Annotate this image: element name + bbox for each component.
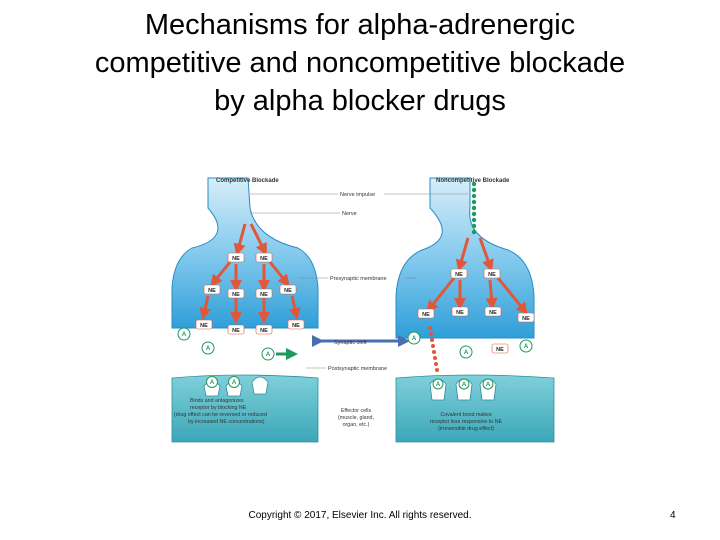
ne-label: NE (232, 328, 240, 334)
left-note-line-3: (drug effect can be reversed or reduced (174, 412, 267, 418)
title-line-2: competitive and noncompetitive blockade (94, 47, 626, 79)
antagonist-label: A (182, 332, 187, 338)
alpha-blockade-diagram: Competitive Blockade Noncompetitive Bloc… (171, 177, 555, 443)
ne-label: NE (284, 288, 292, 294)
slide-title: Mechanisms for alpha-adrenergic competit… (40, 6, 680, 120)
copyright-notice: Copyright © 2017, Elsevier Inc. All righ… (248, 510, 472, 521)
ne-label: NE (232, 292, 240, 298)
postsynaptic-label: Postsynaptic membrane (328, 366, 387, 372)
left-note-line-1: Binds and antagonizes (190, 398, 244, 404)
synaptic-cleft-label: Synaptic cleft (334, 340, 367, 346)
antagonist-label: A (464, 350, 469, 356)
antagonist-label: A (206, 346, 211, 352)
antagonist-label: A (266, 352, 271, 358)
title-line-3: by alpha blocker drugs (214, 85, 506, 117)
ne-label: NE (489, 310, 497, 316)
antagonist-molecules: A A A A A A A A A A A (177, 327, 533, 390)
nerve-impulse-beads (471, 181, 477, 235)
right-note-line-1: Covalent bond makes (440, 412, 492, 418)
right-note-line-2: receptor less responsive to NE (430, 419, 503, 425)
ne-label: NE (232, 256, 240, 262)
nerve-impulse-label: Nerve impulse (340, 192, 375, 198)
ne-label: NE (260, 292, 268, 298)
left-ne-labels: NE NE NE NE NE NE NE NE NE NE (195, 252, 305, 335)
effector-line-2: (muscle, gland, (338, 415, 374, 421)
ne-label: NE (200, 323, 208, 329)
title-line-1: Mechanisms for alpha-adrenergic (144, 9, 576, 41)
antagonist-label: A (232, 380, 237, 386)
antagonist-label: A (486, 382, 491, 388)
right-heading: Noncompetitive Blockade (436, 178, 510, 184)
ne-label: NE (455, 272, 463, 278)
ne-label: NE (496, 347, 504, 353)
effector-line-1: Effector cells (341, 408, 372, 414)
presynaptic-label: Presynaptic membrane (330, 276, 387, 282)
antagonist-label: A (524, 344, 529, 350)
ne-label: NE (522, 316, 530, 322)
left-note: Binds and antagonizes receptor by blocki… (174, 398, 267, 425)
page-number: 4 (670, 510, 676, 521)
left-nerve-terminal (171, 177, 319, 329)
right-note-line-3: (irreversible drug effect) (438, 426, 494, 432)
antagonist-label: A (210, 380, 215, 386)
effector-label: Effector cells (muscle, gland, organ, et… (338, 408, 374, 428)
ne-label: NE (422, 312, 430, 318)
ne-label: NE (260, 256, 268, 262)
antagonist-label: A (462, 382, 467, 388)
ne-label: NE (488, 272, 496, 278)
right-ne-labels: NE NE NE NE NE NE NE (417, 268, 535, 354)
ne-label: NE (208, 288, 216, 294)
left-note-line-4: by increased NE concentrations) (188, 419, 265, 425)
left-heading: Competitive Blockade (216, 178, 279, 184)
nerve-label: Nerve (342, 211, 357, 217)
effector-line-3: organ, etc.) (343, 422, 370, 428)
antagonist-label: A (412, 336, 417, 342)
ne-label: NE (456, 310, 464, 316)
left-ne-arrows (199, 223, 301, 324)
right-nerve-terminal (395, 177, 535, 339)
antagonist-label: A (436, 382, 441, 388)
ne-label: NE (260, 328, 268, 334)
ne-label: NE (292, 323, 300, 329)
left-note-line-2: receptor by blocking NE (190, 405, 247, 411)
right-note: Covalent bond makes receptor less respon… (430, 412, 503, 432)
ne-diffusion-dots (428, 326, 439, 372)
right-ne-arrows (426, 237, 528, 315)
